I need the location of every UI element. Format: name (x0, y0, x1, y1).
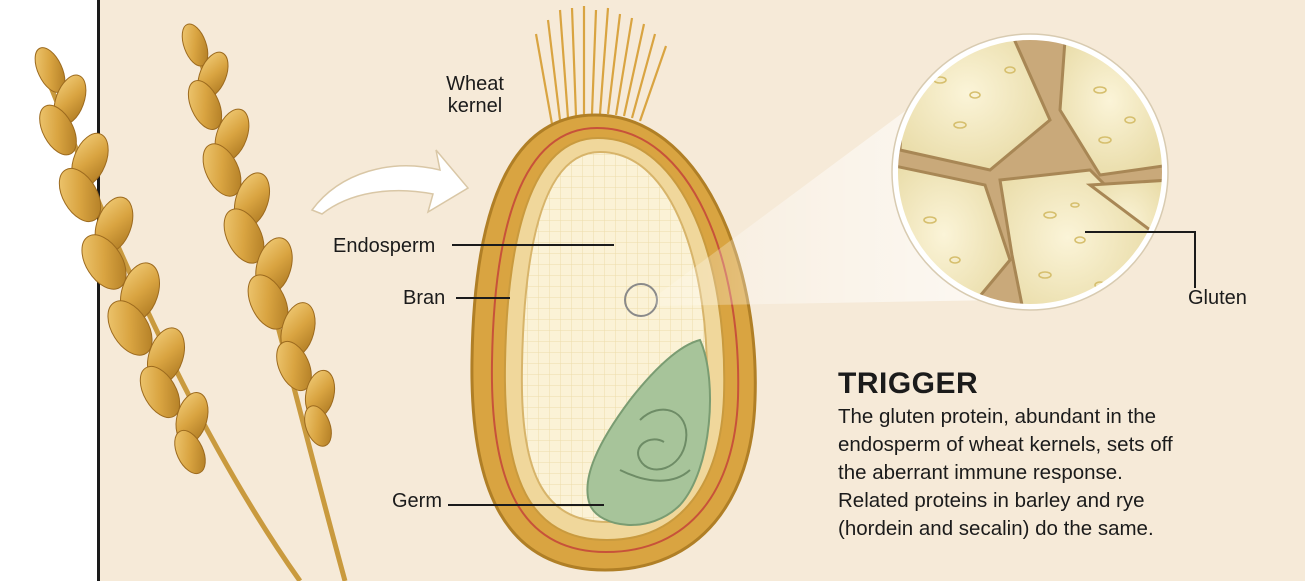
trigger-line: Related proteins in barley and rye (838, 487, 1298, 515)
label-bran: Bran (403, 287, 445, 309)
label-endosperm: Endosperm (333, 235, 435, 257)
kernel-brush-hairs (536, 6, 666, 124)
arrow-icon (312, 150, 468, 214)
trigger-heading: TRIGGER (838, 367, 978, 401)
trigger-line: The gluten protein, abundant in the (838, 403, 1298, 431)
wheat-kernel (472, 115, 755, 570)
wheat-stalk-right (177, 21, 345, 581)
trigger-line: (hordein and secalin) do the same. (838, 515, 1298, 543)
trigger-line: endosperm of wheat kernels, sets off (838, 431, 1298, 459)
label-germ: Germ (392, 490, 442, 512)
label-wheat-kernel: Wheat kernel (434, 73, 516, 117)
label-gluten: Gluten (1188, 287, 1247, 309)
label-wheat-line-2: kernel (434, 95, 516, 117)
trigger-line: the aberrant immune response. (838, 459, 1298, 487)
trigger-description: The gluten protein, abundant in the endo… (838, 403, 1298, 543)
label-wheat-line-1: Wheat (434, 73, 516, 95)
